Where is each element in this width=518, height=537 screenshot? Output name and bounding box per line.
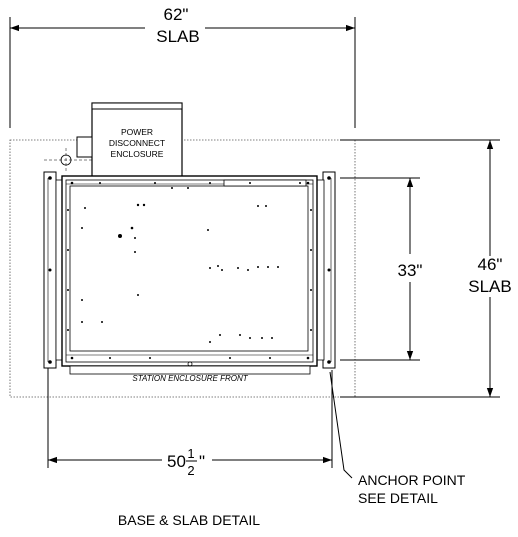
anchor-label-line2: SEE DETAIL bbox=[358, 490, 438, 506]
power-box-line2: DISCONNECT bbox=[109, 138, 165, 148]
base-width-unit: " bbox=[199, 452, 205, 471]
power-disconnect-enclosure: POWER DISCONNECT ENCLOSURE bbox=[76, 102, 183, 180]
power-box-line1: POWER bbox=[121, 127, 153, 137]
enclosure-depth-value: 33" bbox=[398, 261, 423, 280]
enclosure-depth-dimension: 33" bbox=[340, 177, 423, 361]
base-width-whole: 50 bbox=[167, 452, 186, 471]
base-width-numerator: 1 bbox=[187, 446, 194, 461]
drawing-title: BASE & SLAB DETAIL bbox=[118, 512, 260, 528]
conduit-marker bbox=[44, 148, 92, 172]
station-enclosure: STATION ENCLOSURE FRONT bbox=[61, 175, 318, 383]
base-width-denominator: 2 bbox=[187, 463, 194, 478]
anchor-label-line1: ANCHOR POINT bbox=[358, 472, 466, 488]
anchor-point-callout: ANCHOR POINT SEE DETAIL bbox=[329, 371, 466, 506]
slab-width-dimension: 62" SLAB bbox=[9, 5, 356, 128]
slab-depth-label: SLAB bbox=[468, 277, 511, 296]
slab-depth-value: 46" bbox=[478, 255, 503, 274]
bolt-holes bbox=[48, 176, 331, 364]
station-front-label: STATION ENCLOSURE FRONT bbox=[132, 374, 248, 383]
slab-width-value: 62" bbox=[164, 5, 189, 24]
power-box-line3: ENCLOSURE bbox=[111, 149, 164, 159]
slab-depth-dimension: 46" SLAB bbox=[340, 139, 512, 398]
slab-width-label: SLAB bbox=[156, 27, 199, 46]
